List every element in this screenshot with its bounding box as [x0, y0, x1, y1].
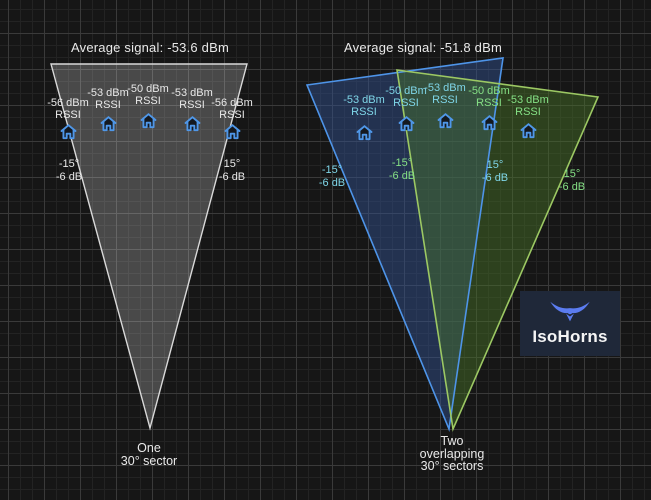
- house-icon: [480, 113, 499, 132]
- label-line: RSSI: [55, 109, 81, 121]
- label-line: RSSI: [432, 94, 458, 106]
- label-line: -6 dB: [481, 172, 509, 184]
- caption-line: 30° sector: [120, 453, 178, 468]
- label-line: -53 dBm: [424, 82, 466, 94]
- house-icon: [436, 111, 455, 130]
- label-line: RSSI: [515, 106, 541, 118]
- label-line: RSSI: [476, 97, 502, 109]
- label-line: RSSI: [135, 95, 161, 107]
- label-line: RSSI: [393, 97, 419, 109]
- horns-icon: [550, 301, 590, 322]
- house-icon: [99, 114, 118, 133]
- house-icon: [223, 122, 242, 141]
- angle-gain-label: 15°-6 dB: [219, 158, 245, 184]
- label-line: -56 dBm: [211, 97, 253, 109]
- label-line: 15°: [486, 159, 504, 171]
- label-line: -6 dB: [55, 171, 83, 183]
- label-line: -15°: [58, 158, 80, 170]
- right-average-signal-title: Average signal: -51.8 dBm: [344, 40, 502, 55]
- house-icon: [397, 114, 416, 133]
- angle-gain-label: -15°-6 dB: [319, 164, 345, 190]
- angle-gain-label: 15°-6 dB: [482, 159, 508, 185]
- label-line: -50 dBm: [385, 85, 427, 97]
- house-icon: [519, 121, 538, 140]
- house-icon: [183, 114, 202, 133]
- caption-line: Two: [440, 434, 464, 448]
- label-line: -6 dB: [388, 170, 416, 182]
- label-line: -15°: [391, 157, 413, 169]
- label-line: -53 dBm: [171, 87, 213, 99]
- house-icon: [355, 123, 374, 142]
- label-line: -6 dB: [318, 177, 346, 189]
- label-line: -56 dBm: [47, 97, 89, 109]
- label-line: RSSI: [351, 106, 377, 118]
- label-line: 15°: [223, 158, 241, 170]
- house-icon: [59, 122, 78, 141]
- left-average-signal-title: Average signal: -53.6 dBm: [71, 40, 229, 55]
- angle-gain-label: -15°-6 dB: [389, 157, 415, 183]
- label-line: -50 dBm: [127, 83, 169, 95]
- angle-gain-label: -15°-6 dB: [56, 158, 82, 184]
- logo-text: IsoHorns: [532, 327, 608, 346]
- label-line: -6 dB: [558, 181, 586, 193]
- house-icon: [139, 111, 158, 130]
- label-line: RSSI: [179, 99, 205, 111]
- label-line: -53 dBm: [343, 94, 385, 106]
- label-line: -6 dB: [218, 171, 246, 183]
- label-line: -53 dBm: [507, 94, 549, 106]
- label-line: -15°: [321, 164, 343, 176]
- isohorns-logo: IsoHorns: [520, 291, 620, 356]
- caption-line: One: [137, 441, 161, 455]
- label-line: RSSI: [95, 99, 121, 111]
- label-line: -50 dBm: [468, 85, 510, 97]
- caption-line: overlapping: [419, 446, 485, 461]
- angle-gain-label: 15°-6 dB: [559, 168, 585, 194]
- caption-line: 30° sectors: [420, 459, 484, 473]
- label-line: -53 dBm: [87, 87, 129, 99]
- label-line: 15°: [563, 168, 581, 180]
- label-line: RSSI: [219, 109, 245, 121]
